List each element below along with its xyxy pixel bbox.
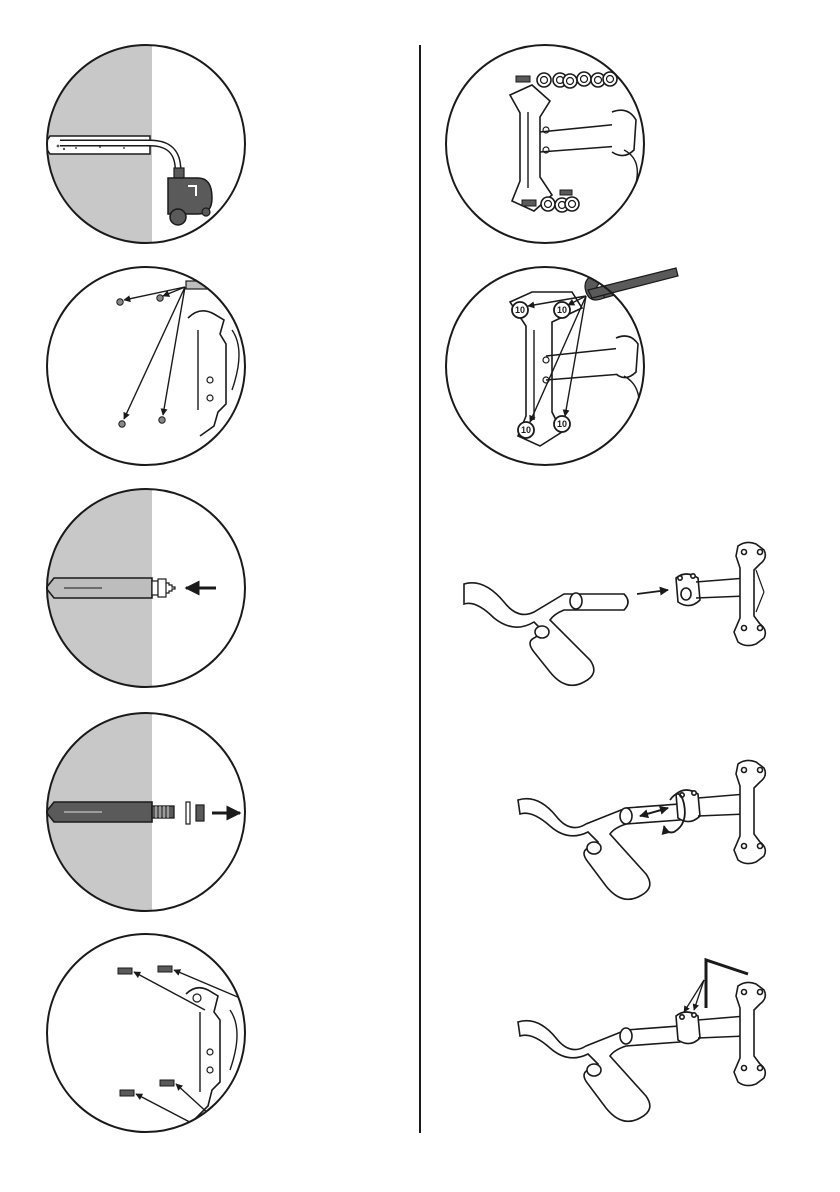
anchor-icon	[186, 281, 232, 289]
nut-size-label: 10	[557, 419, 567, 429]
washer-icon	[186, 802, 190, 824]
nut-size-label: 10	[557, 305, 567, 315]
step-remove-nut	[40, 700, 245, 920]
bolt-icons	[118, 966, 174, 1096]
nut-size-label: 10	[515, 305, 525, 315]
step-fit-washers-nuts	[446, 45, 644, 243]
step-drill-hole	[40, 40, 245, 250]
step-adjust-arm	[518, 760, 765, 899]
step-attach-bracket-bolts	[47, 934, 245, 1132]
nut-icon	[196, 805, 204, 821]
step-insert-arm	[464, 542, 765, 685]
nut-size-label: 10	[521, 425, 531, 435]
step-tighten-nuts: 10 10 10 10	[446, 266, 690, 465]
wrench-handle-icon	[588, 268, 678, 298]
vacuum-icon	[168, 168, 212, 225]
step-insert-anchor	[40, 480, 245, 690]
step-mark-holes	[47, 267, 245, 465]
step-lock-arm	[518, 960, 765, 1121]
